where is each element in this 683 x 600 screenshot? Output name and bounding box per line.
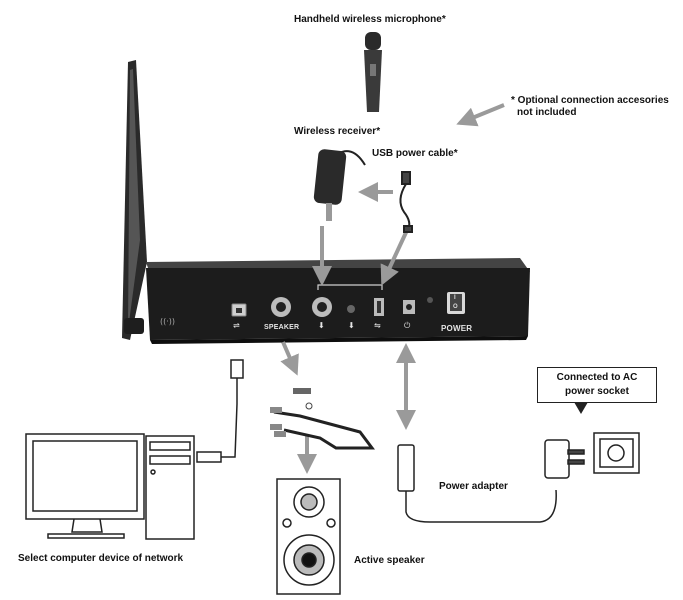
receiver-illustration — [313, 149, 366, 221]
receiver-label: Wireless receiver* — [294, 126, 381, 137]
power-button-label: POWER — [441, 324, 473, 333]
computer-illustration — [25, 359, 244, 540]
mic-jack-icon: ⬇ — [318, 321, 325, 330]
ac-socket-callout: Connected to AC power socket — [537, 367, 657, 414]
wifi-waves-icon: ((·)) — [160, 317, 176, 326]
power-switch-off-label: O — [453, 304, 458, 310]
ac-socket-line1: Connected to AC — [556, 372, 638, 383]
speaker-port-label: SPEAKER — [264, 324, 300, 331]
small-jack — [347, 305, 355, 313]
ac-socket-line2: power socket — [565, 386, 629, 397]
active-speaker-label: Active speaker — [354, 555, 425, 566]
power-switch-on-label: I — [454, 295, 456, 301]
connection-arrows — [280, 103, 505, 474]
microphone-illustration — [364, 32, 382, 112]
optional-note-line2: not included — [517, 107, 577, 118]
antenna-icon — [122, 60, 147, 340]
mic-jack-icon-2: ⬇ — [348, 321, 355, 330]
computer-label: Select computer device of network — [18, 553, 184, 564]
usb-a-icon: ⇋ — [374, 321, 381, 330]
usb-cable-illustration — [399, 171, 413, 233]
speaker-illustration — [276, 478, 341, 595]
microphone-label: Handheld wireless microphone* — [294, 14, 446, 25]
optional-note-line1: * Optional connection accesories — [511, 95, 669, 106]
power-adapter-illustration — [397, 432, 640, 523]
audio-cable-illustration — [270, 388, 375, 450]
dc-power-icon: ⏻ — [404, 321, 411, 330]
power-adapter-label: Power adapter — [439, 481, 508, 492]
router-device — [146, 258, 530, 344]
usb-b-icon: ⇌ — [233, 321, 240, 330]
usb-cable-label: USB power cable* — [372, 148, 458, 159]
